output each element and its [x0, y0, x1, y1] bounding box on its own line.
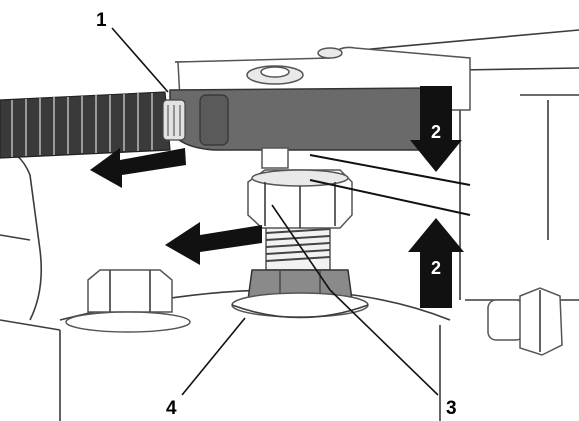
callout-2-upper-label: 2 — [431, 122, 441, 142]
gap-arrow-up: 2 — [408, 218, 464, 308]
callout-4-label: 4 — [166, 398, 177, 419]
left-bolt — [65, 269, 191, 333]
right-fitting — [487, 287, 563, 356]
callout-3-label: 3 — [446, 398, 457, 419]
left-arrow-lower — [165, 222, 262, 265]
callout-2-lower-label: 2 — [431, 258, 441, 278]
actuator-arm — [169, 87, 446, 151]
lower-nut-base — [231, 269, 369, 319]
left-arrow-upper — [90, 148, 186, 188]
gap-arrow-down: 2 — [410, 86, 462, 172]
jam-nut — [247, 169, 353, 229]
callout-1-label: 1 — [96, 10, 107, 31]
gap-reference-lines — [309, 154, 471, 216]
cable-hose — [0, 91, 186, 159]
leader-lines — [111, 27, 439, 396]
